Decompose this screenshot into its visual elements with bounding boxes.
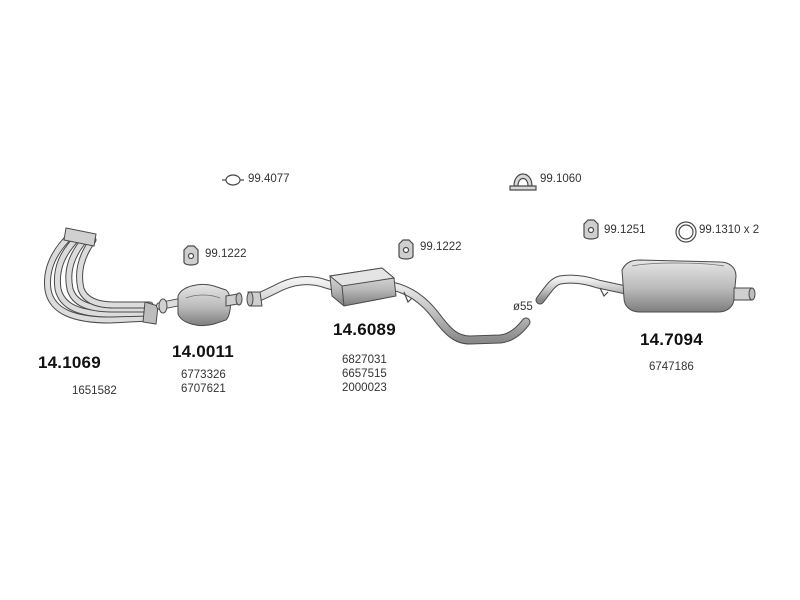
accessory-label-ring: 99.1310 x 2 [699, 224, 760, 236]
clamp-icon [509, 173, 537, 191]
rubber-ring-icon [675, 221, 697, 243]
rubber-hanger-icon [583, 219, 599, 240]
gasket-icon [222, 174, 244, 186]
accessory-label-clamp: 99.1060 [540, 173, 582, 185]
accessory-label-hanger: 99.1222 [420, 241, 462, 253]
oe-number: 6707621 [181, 383, 226, 395]
part-number-middle: 14.6089 [333, 320, 396, 339]
part-number-catalytic: 14.0011 [172, 342, 234, 361]
oe-numbers-manifold: 1651582 [72, 384, 117, 398]
accessory-label-gasket: 99.4077 [248, 173, 290, 185]
exhaust-manifold-icon [43, 227, 159, 325]
accessory-label-hanger: 99.1251 [604, 224, 646, 236]
oe-numbers-middle: 6827031 6657515 2000023 [342, 353, 387, 395]
oe-numbers-rear: 6747186 [649, 360, 694, 374]
rubber-hanger-icon [398, 239, 414, 260]
pipe-diameter-label: ø55 [513, 301, 533, 313]
part-number-manifold: 14.1069 [38, 353, 101, 372]
oe-number: 6773326 [181, 369, 226, 381]
oe-number: 6827031 [342, 354, 387, 366]
rear-silencer-icon [535, 259, 756, 313]
rubber-hanger-icon [183, 245, 199, 266]
accessory-label-hanger: 99.1222 [205, 248, 247, 260]
oe-number: 1651582 [72, 385, 117, 397]
middle-silencer-icon [246, 267, 531, 345]
oe-number: 2000023 [342, 382, 387, 394]
oe-number: 6747186 [649, 361, 694, 373]
oe-numbers-catalytic: 6773326 6707621 [181, 368, 226, 396]
oe-number: 6657515 [342, 368, 387, 380]
part-number-rear: 14.7094 [640, 330, 703, 349]
catalytic-converter-icon [156, 283, 243, 327]
